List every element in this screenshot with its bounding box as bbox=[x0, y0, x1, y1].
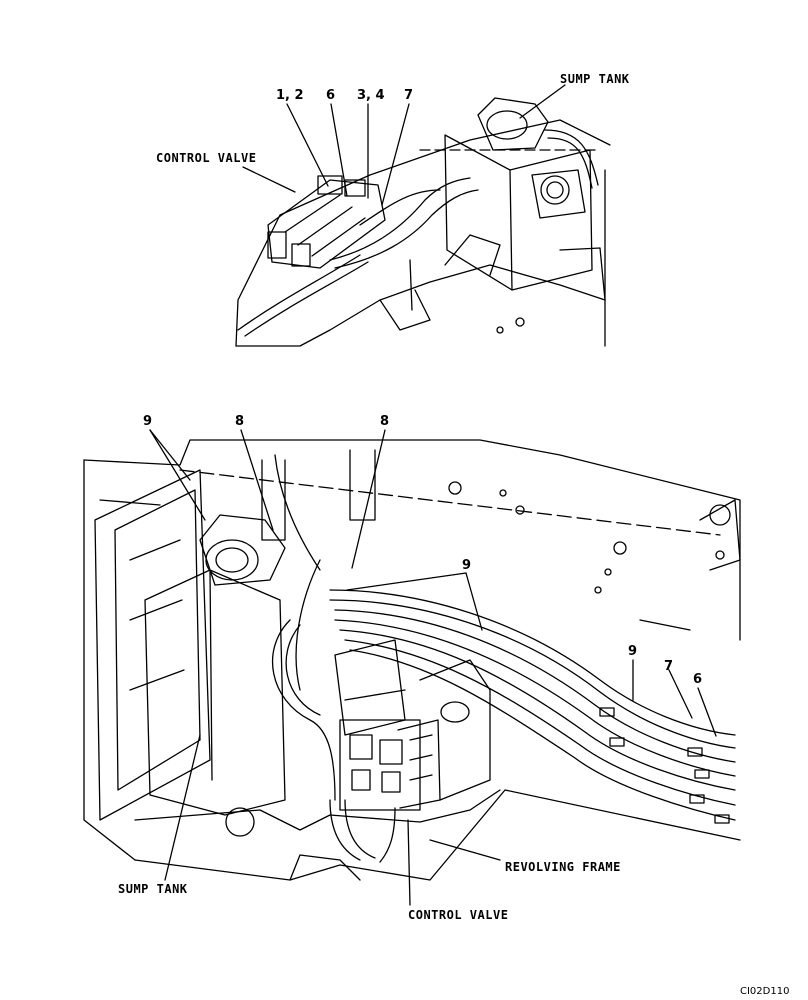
label-sump-tank-top: SUMP TANK bbox=[560, 72, 630, 86]
callout-7-bottom: 7 bbox=[664, 659, 674, 674]
callout-9-right: 9 bbox=[628, 644, 638, 659]
callout-3-4: 3, 4 bbox=[357, 88, 385, 103]
label-sump-tank-bottom: SUMP TANK bbox=[118, 882, 188, 896]
label-revolving-frame: REVOLVING FRAME bbox=[505, 860, 621, 874]
top-view-drawing bbox=[235, 97, 611, 347]
top-view-leaders bbox=[242, 84, 566, 206]
bottom-view-leaders bbox=[149, 429, 717, 906]
callout-9-left: 9 bbox=[143, 414, 153, 429]
callout-7: 7 bbox=[404, 88, 414, 103]
callout-6-bottom: 6 bbox=[693, 672, 703, 687]
figure-code: CI02D110 bbox=[740, 986, 790, 997]
callout-8-left: 8 bbox=[235, 414, 245, 429]
callout-8-right: 8 bbox=[380, 414, 390, 429]
label-control-valve-top: CONTROL VALVE bbox=[156, 151, 257, 165]
callout-9-center: 9 bbox=[462, 558, 472, 573]
bottom-view-drawing bbox=[83, 439, 741, 881]
callout-1-2: 1, 2 bbox=[276, 88, 304, 103]
label-control-valve-bottom: CONTROL VALVE bbox=[408, 908, 509, 922]
callout-6: 6 bbox=[326, 88, 336, 103]
